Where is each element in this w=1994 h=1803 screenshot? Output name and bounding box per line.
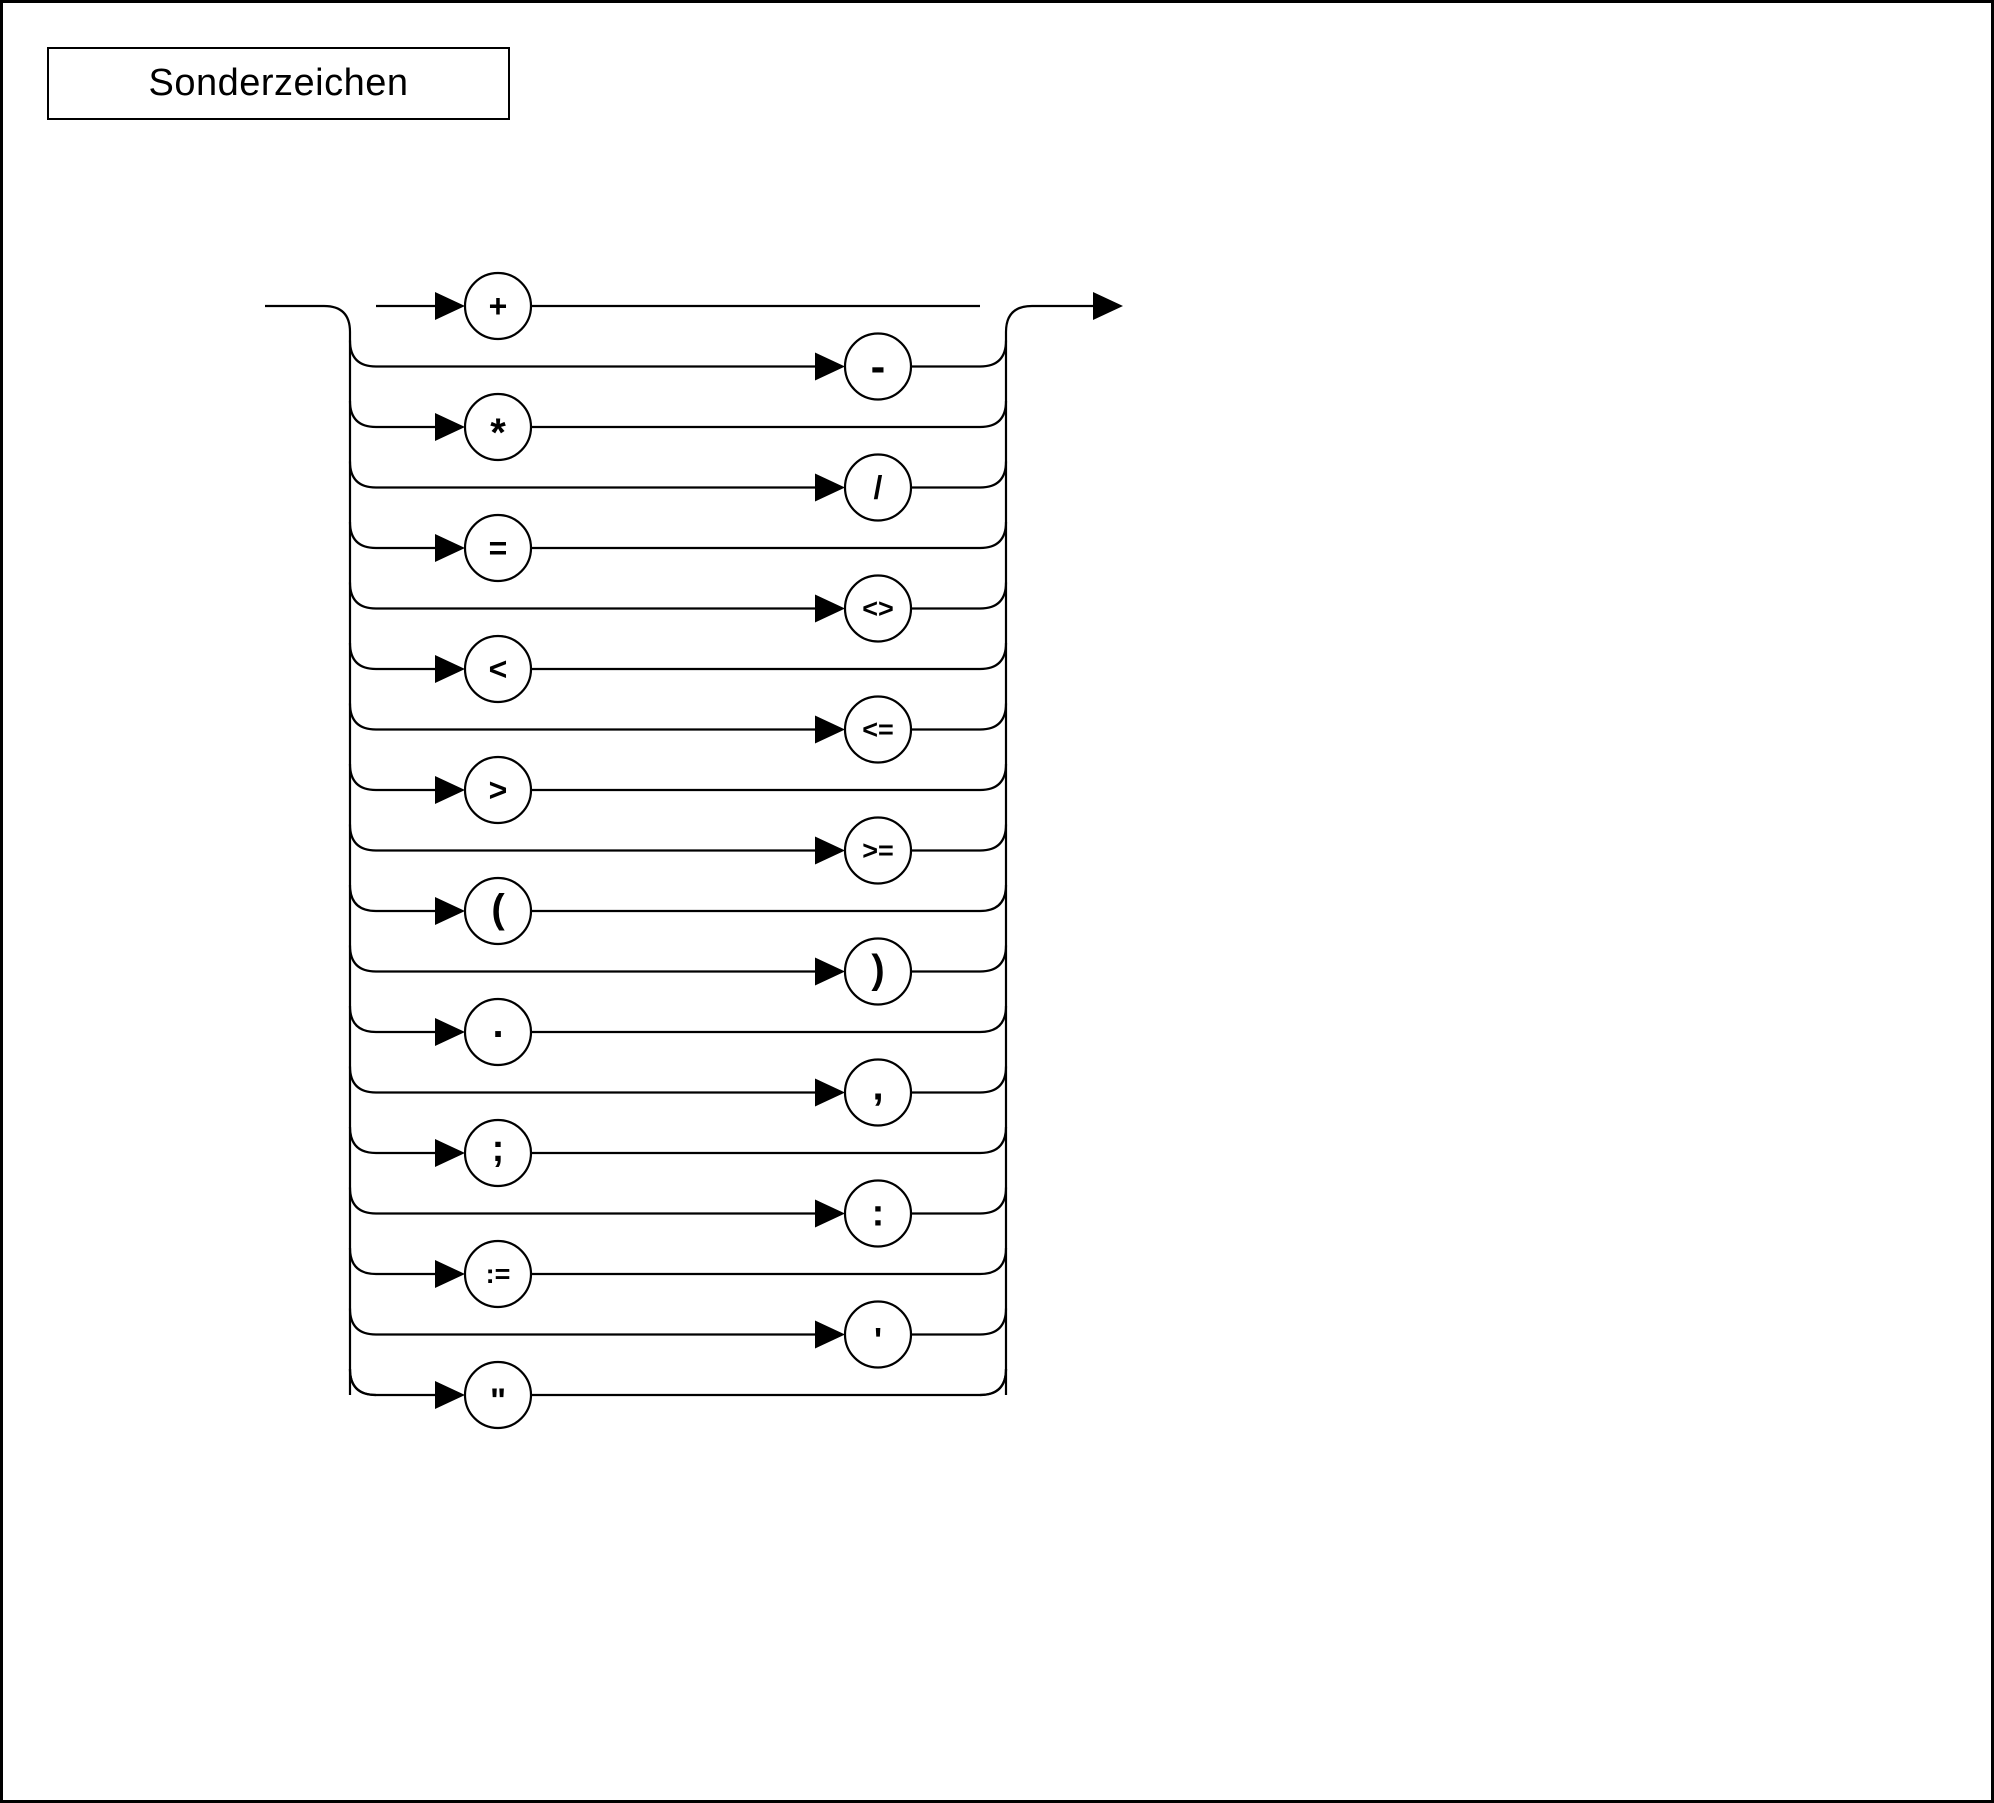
node-less-or-equal-label: <= <box>862 715 894 745</box>
branch-minus-left-connector <box>348 340 815 368</box>
node-colon-label: : <box>872 1193 885 1235</box>
branch-asterisk-left-connector <box>348 400 435 429</box>
node-apostrophe-label: ' <box>874 1322 882 1360</box>
branch-equals-right-connector <box>531 521 1008 550</box>
branch-apostrophe-right-connector <box>911 1308 1008 1336</box>
branch-not-equals-right-connector <box>911 582 1008 610</box>
node-minus-label: - <box>871 342 886 391</box>
branch-colon-left-connector <box>348 1187 815 1215</box>
node-greater-or-equal-label: >= <box>862 836 894 866</box>
branch-less-than-left-connector <box>348 642 435 671</box>
branch-right-paren-arrow <box>815 957 845 986</box>
title-box: Sonderzeichen <box>47 47 510 120</box>
branch-minus-right-connector <box>911 340 1008 368</box>
branch-less-or-equal-right-connector <box>911 703 1008 731</box>
branch-not-equals-left-connector <box>348 582 815 610</box>
branch-greater-than-right-connector <box>531 763 1008 792</box>
node-assign-label: := <box>486 1259 511 1289</box>
node-less-than-label: < <box>489 651 508 687</box>
node-not-equals-label: <> <box>862 594 894 624</box>
diagram-layer: +-*/=<><<=>>=().,;::='" <box>265 271 1123 1430</box>
branch-slash-right-connector <box>911 461 1008 489</box>
branch-quote-arrow <box>435 1381 465 1409</box>
branch-quote-left-connector <box>348 1368 435 1397</box>
branch-less-or-equal-arrow <box>815 715 845 744</box>
branch-slash-left-connector <box>348 461 815 489</box>
node-plus-label: + <box>489 288 508 324</box>
branch-left-paren-right-connector <box>531 884 1008 913</box>
branch-comma-left-connector <box>348 1066 815 1094</box>
branch-right-paren-left-connector <box>348 945 815 973</box>
branch-less-than-arrow <box>435 655 465 683</box>
branch-slash-arrow <box>815 473 845 502</box>
branch-greater-than-arrow <box>435 776 465 804</box>
branch-period-arrow <box>435 1018 465 1046</box>
branch-semicolon-arrow <box>435 1139 465 1167</box>
branch-colon-right-connector <box>911 1187 1008 1215</box>
branch-quote-right-connector <box>531 1368 1008 1397</box>
branch-colon-arrow <box>815 1199 845 1228</box>
branch-right-paren-right-connector <box>911 945 1008 973</box>
node-right-paren-label: ) <box>871 948 884 992</box>
node-asterisk-label: * <box>490 411 506 455</box>
branch-comma-right-connector <box>911 1066 1008 1094</box>
branch-less-than-right-connector <box>531 642 1008 671</box>
left-rail-bottom-elbow <box>348 1368 377 1397</box>
branch-minus-arrow <box>815 352 845 381</box>
branch-greater-or-equal-arrow <box>815 836 845 865</box>
branch-assign-right-connector <box>531 1247 1008 1276</box>
branch-assign-left-connector <box>348 1247 435 1276</box>
branch-greater-or-equal-right-connector <box>911 824 1008 852</box>
right-rail <box>1004 304 1093 1395</box>
branch-greater-or-equal-left-connector <box>348 824 815 852</box>
branch-equals-arrow <box>435 534 465 562</box>
branch-comma-arrow <box>815 1078 845 1107</box>
node-period-label: . <box>492 1002 503 1046</box>
left-rail <box>323 304 352 1395</box>
branch-not-equals-arrow <box>815 594 845 623</box>
branch-asterisk-arrow <box>435 413 465 441</box>
branch-greater-than-left-connector <box>348 763 435 792</box>
page-title: Sonderzeichen <box>148 62 409 104</box>
branch-equals-left-connector <box>348 521 435 550</box>
branch-plus-arrow <box>435 292 465 320</box>
node-comma-label: , <box>872 1065 883 1109</box>
node-equals-label: = <box>489 530 508 566</box>
node-quote-label: " <box>490 1382 506 1420</box>
node-greater-than-label: > <box>489 772 508 808</box>
branch-asterisk-right-connector <box>531 400 1008 429</box>
branch-left-paren-left-connector <box>348 884 435 913</box>
branch-period-left-connector <box>348 1005 435 1034</box>
node-semicolon-label: ; <box>492 1128 505 1170</box>
branch-semicolon-left-connector <box>348 1126 435 1155</box>
branch-period-right-connector <box>531 1005 1008 1034</box>
node-slash-label: / <box>874 470 883 506</box>
branch-semicolon-right-connector <box>531 1126 1008 1155</box>
branch-left-paren-arrow <box>435 897 465 925</box>
railroad-diagram: +-*/=<><<=>>=().,;::='" <box>265 271 1123 1430</box>
exit-arrow <box>1093 292 1123 320</box>
branch-apostrophe-arrow <box>815 1320 845 1349</box>
branch-apostrophe-left-connector <box>348 1308 815 1336</box>
node-left-paren-label: ( <box>491 887 505 931</box>
branch-assign-arrow <box>435 1260 465 1288</box>
branch-less-or-equal-left-connector <box>348 703 815 731</box>
right-rail-bottom-elbow <box>979 1368 1008 1397</box>
